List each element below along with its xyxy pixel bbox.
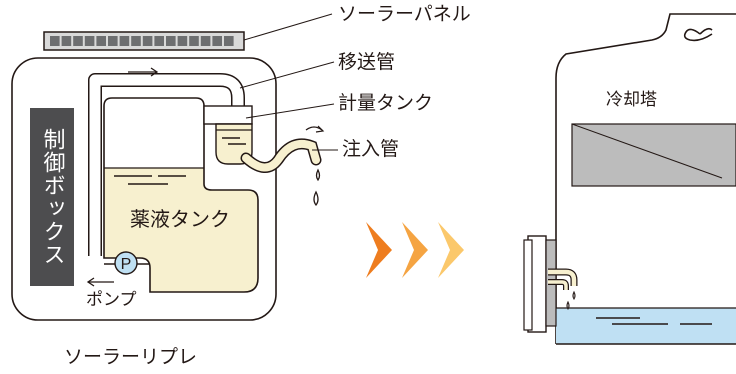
solar-cell (108, 36, 118, 46)
cooling-tower-label: 冷却塔 (606, 90, 657, 110)
chemical-drops (313, 168, 321, 207)
solar-cell (177, 36, 188, 46)
flow-arrow-top (128, 67, 159, 77)
solar-panel-leader (243, 13, 333, 41)
cooling-tower (555, 13, 736, 345)
solar-cell (212, 36, 222, 46)
solar-cell (224, 36, 234, 46)
pump-label: ポンプ (86, 290, 137, 310)
solar-cell (142, 36, 153, 46)
solar-cell (166, 36, 176, 46)
solar-panel-label: ソーラーパネル (338, 3, 471, 25)
solar-cell (200, 36, 211, 46)
process-arrows (366, 222, 464, 278)
solar-cell (189, 36, 199, 46)
product-name: ソーラーリプレ (64, 346, 198, 368)
water-basin (556, 308, 736, 344)
solar-panel (43, 31, 245, 51)
metering-tank-leader (245, 103, 335, 119)
flow-arrow-pump (86, 277, 114, 287)
transfer-pipe-leader (239, 61, 335, 89)
fan-icon (683, 27, 713, 42)
pump: P (114, 251, 138, 275)
solar-cell (50, 36, 60, 46)
solar-cell (84, 36, 95, 46)
chemical-level-mark (114, 175, 186, 185)
solar-cell (73, 36, 83, 46)
chemical-tank (103, 97, 259, 293)
solar-cell (61, 36, 72, 46)
solar-cell (119, 36, 130, 46)
transfer-pipe-label: 移送管 (338, 51, 396, 73)
mounted-device (523, 235, 578, 333)
injection-pipe-label: 注入管 (342, 138, 400, 160)
water-level-mark (596, 317, 712, 325)
control-box: 制御ボックス (30, 108, 74, 286)
solar-cell (154, 36, 164, 46)
chemical-tank-label: 薬液タンク (130, 207, 230, 231)
solar-cell (96, 36, 106, 46)
solar-cell (131, 36, 141, 46)
metering-tank-label: 計量タンク (338, 92, 434, 114)
pump-symbol: P (121, 256, 132, 273)
